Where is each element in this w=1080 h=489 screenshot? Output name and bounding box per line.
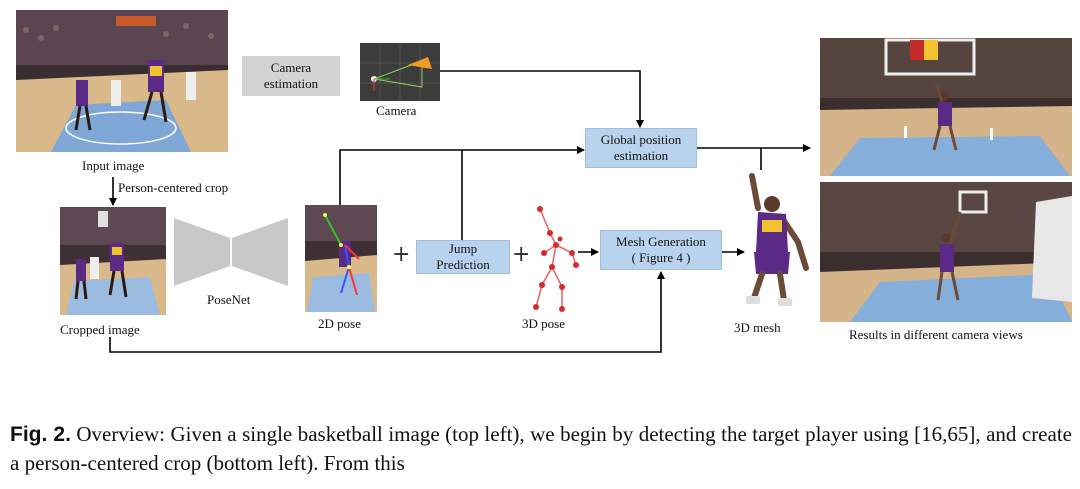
pose2d-image (305, 205, 377, 312)
arrow-pose2d-to-global (339, 146, 585, 205)
mesh3d-player (746, 173, 809, 306)
mesh-generation-line1: Mesh Generation (616, 234, 706, 249)
person-crop-label: Person-centered crop (118, 180, 229, 195)
posenet-label: PoseNet (207, 292, 251, 307)
pose3d-skeleton (533, 206, 579, 312)
caption-text: Overview: Given a single basketball imag… (10, 422, 1072, 475)
jump-prediction-line2: Prediction (436, 257, 490, 272)
posenet-network-icon (174, 218, 288, 286)
input-image (16, 10, 228, 152)
figure-number: Fig. 2. (10, 423, 71, 446)
results-label: Results in different camera views (849, 327, 1023, 342)
arrow-camera-to-global (430, 70, 644, 128)
cropped-image (60, 207, 166, 315)
cropped-image-label: Cropped image (60, 322, 140, 337)
mesh-generation-box: Mesh Generation( Figure 4 ) (600, 230, 722, 270)
camera-estimation-line1: Camera (270, 60, 312, 75)
result-view-2 (820, 182, 1072, 322)
jump-prediction-line1: Jump (448, 241, 478, 256)
result-view-1 (820, 38, 1072, 176)
pose3d-label: 3D pose (522, 316, 565, 331)
camera-estimation-line2: estimation (263, 76, 319, 91)
camera-icon (360, 43, 440, 101)
global-position-line2: estimation (613, 148, 669, 163)
plus-sign-1: + (392, 242, 411, 267)
mesh-generation-line2: ( Figure 4 ) (631, 250, 691, 265)
connector-lines (109, 70, 811, 353)
input-image-label: Input image (82, 158, 145, 173)
global-position-line1: Global position (600, 132, 682, 147)
arrow-crop-to-meshgen (109, 271, 665, 353)
mesh3d-label: 3D mesh (734, 320, 781, 335)
figure-caption: Fig. 2. Overview: Given a single basketb… (10, 420, 1072, 478)
plus-sign-2: + (512, 242, 531, 267)
camera-label: Camera (376, 103, 417, 118)
pose2d-label: 2D pose (318, 316, 361, 331)
